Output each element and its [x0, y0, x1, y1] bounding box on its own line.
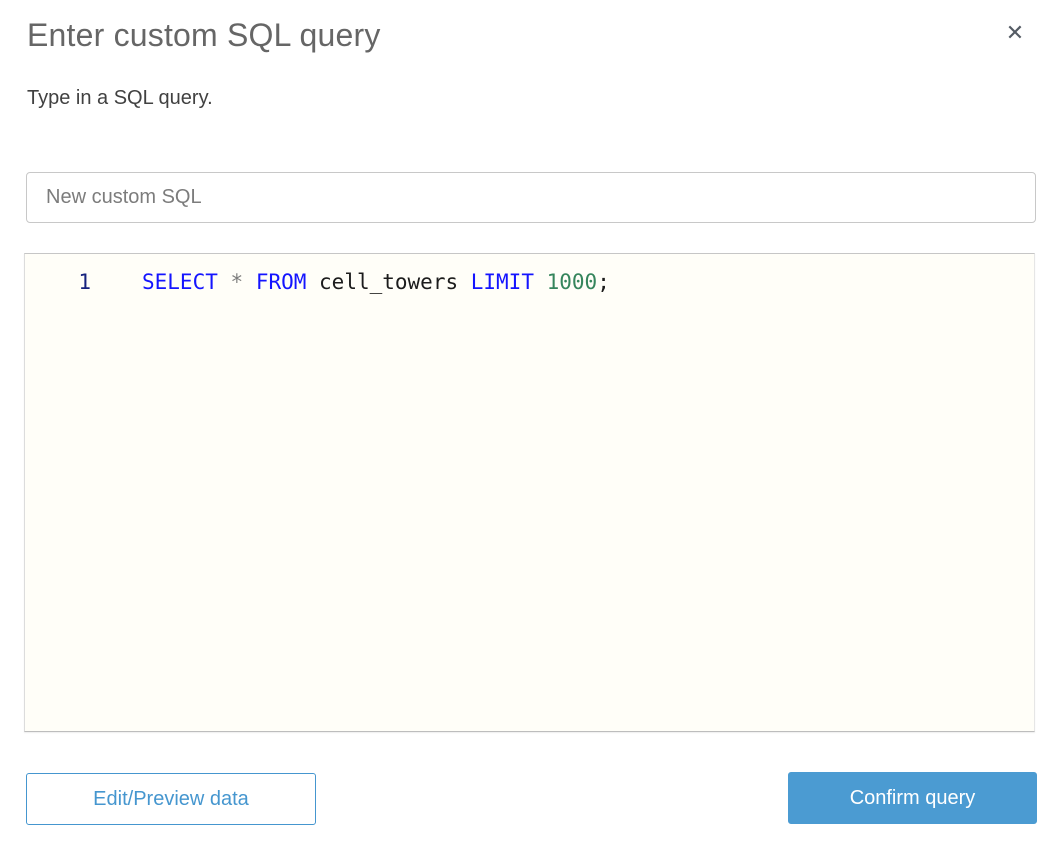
- sql-number-literal: 1000: [546, 270, 598, 294]
- code-editor-line: 1 SELECT * FROM cell_towers LIMIT 1000;: [25, 254, 1034, 294]
- sql-keyword-select: SELECT: [142, 270, 231, 294]
- sql-operator-star: *: [230, 270, 256, 294]
- sql-semicolon: ;: [597, 270, 610, 294]
- line-number: 1: [78, 270, 91, 294]
- sql-query-text[interactable]: SELECT * FROM cell_towers LIMIT 1000;: [91, 270, 610, 294]
- sql-code-editor[interactable]: 1 SELECT * FROM cell_towers LIMIT 1000;: [24, 253, 1035, 732]
- sql-table-name: cell_towers: [319, 270, 471, 294]
- edit-preview-data-button[interactable]: Edit/Preview data: [26, 773, 316, 825]
- custom-sql-name-input[interactable]: [26, 172, 1036, 223]
- close-icon[interactable]: ✕: [1001, 19, 1029, 47]
- confirm-query-button[interactable]: Confirm query: [788, 772, 1037, 824]
- sql-keyword-limit: LIMIT: [470, 270, 547, 294]
- sql-keyword-from: FROM: [255, 270, 320, 294]
- modal-subtitle: Type in a SQL query.: [27, 87, 213, 109]
- page-title: Enter custom SQL query: [27, 17, 381, 53]
